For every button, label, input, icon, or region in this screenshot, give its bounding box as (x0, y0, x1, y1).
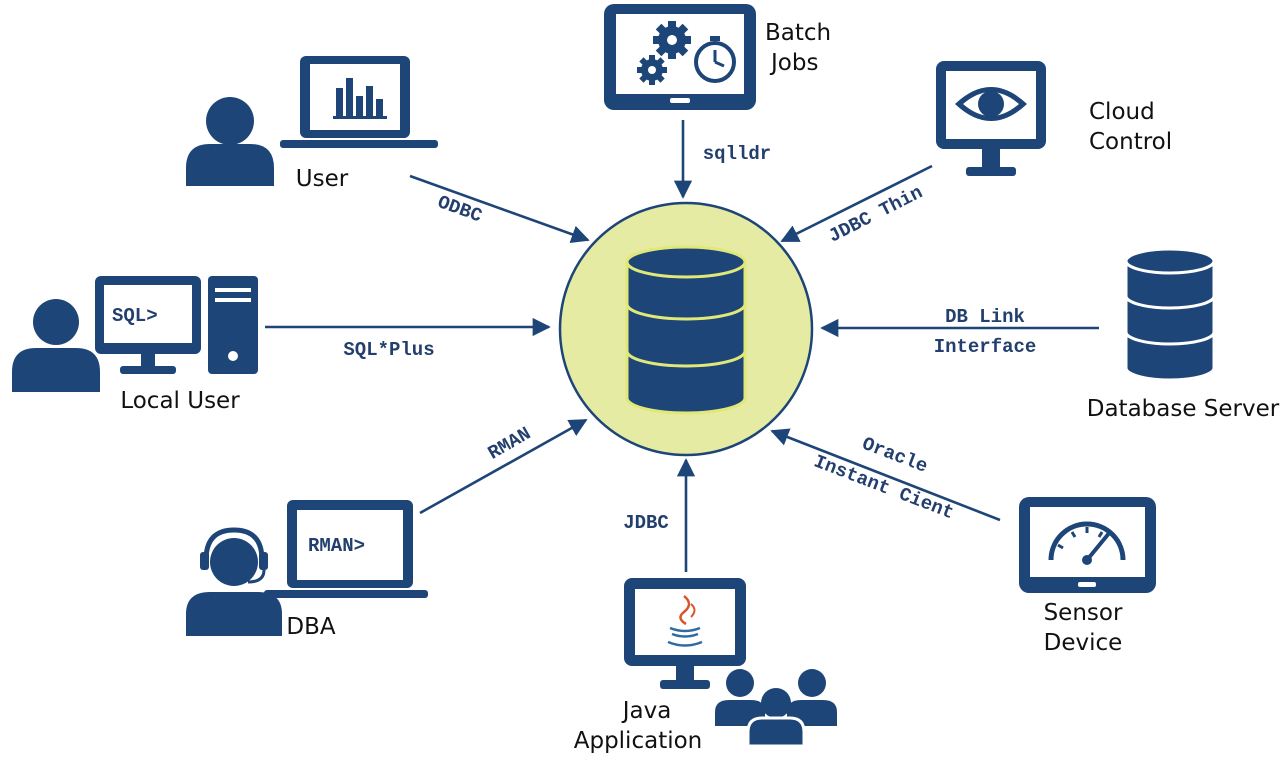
node-label-batch: Batch (765, 20, 831, 46)
label-sqlldr: sqlldr (703, 143, 771, 165)
tablet-gauge-icon (1019, 497, 1156, 593)
arrow-cloud-control (780, 164, 933, 243)
terminal-text-rman: RMAN> (308, 535, 365, 557)
label-sqlplus: SQL*Plus (343, 339, 434, 361)
person-icon (12, 299, 100, 392)
central-database-hub (558, 201, 814, 457)
node-label-dba: DBA (286, 614, 335, 640)
node-label-jobs: Jobs (769, 50, 818, 76)
node-label-local-user: Local User (120, 388, 240, 414)
monitor-java-icon (624, 578, 746, 689)
node-label-database-server: Database Server (1087, 396, 1280, 422)
people-group-icon (715, 669, 837, 748)
node-label-cloud: Cloud (1089, 99, 1155, 125)
node-label-java: Java (621, 698, 672, 724)
node-label-device: Device (1044, 630, 1123, 656)
label-db-link: DB Link (945, 306, 1025, 328)
node-label-user: User (296, 166, 349, 192)
person-icon (186, 97, 274, 186)
label-rman: RMAN (484, 423, 534, 465)
node-sensor-device: Sensor Device (1019, 497, 1156, 656)
java-logo-icon (667, 595, 703, 647)
tablet-gears-timer-icon (604, 4, 756, 110)
node-java-application: Java Application (574, 578, 837, 754)
node-database-server: Database Server (1087, 247, 1280, 422)
label-jdbc: JDBC (623, 512, 669, 534)
database-icon (625, 245, 747, 415)
node-local-user: SQL> Local User (12, 276, 258, 414)
label-jdbc-thin: JDBC Thin (825, 181, 926, 247)
node-cloud-control: Cloud Control (936, 61, 1172, 176)
label-interface: Interface (934, 336, 1037, 358)
database-icon (1124, 247, 1216, 382)
stopwatch-icon (694, 36, 736, 83)
gauge-icon (1048, 521, 1126, 565)
arrow-sensor-device (770, 428, 1001, 522)
laptop-chart-icon (280, 56, 438, 148)
arrow-dba (419, 418, 588, 515)
node-dba: RMAN> DBA (186, 500, 428, 640)
node-label-sensor: Sensor (1044, 600, 1123, 626)
node-user: User (186, 56, 438, 192)
desktop-tower-icon: SQL> (95, 276, 258, 374)
node-label-application: Application (574, 728, 703, 754)
gear-icon (653, 21, 691, 59)
arrow-user (409, 174, 590, 244)
terminal-text-sql: SQL> (112, 305, 158, 327)
label-odbc: ODBC (435, 191, 485, 227)
connections (265, 120, 1099, 572)
node-batch-jobs: Batch Jobs (604, 4, 831, 110)
headset-person-icon (186, 527, 282, 636)
laptop-icon: RMAN> (264, 500, 428, 598)
node-label-control: Control (1089, 129, 1172, 155)
monitor-eye-icon (936, 61, 1046, 176)
gear-icon (637, 55, 667, 85)
